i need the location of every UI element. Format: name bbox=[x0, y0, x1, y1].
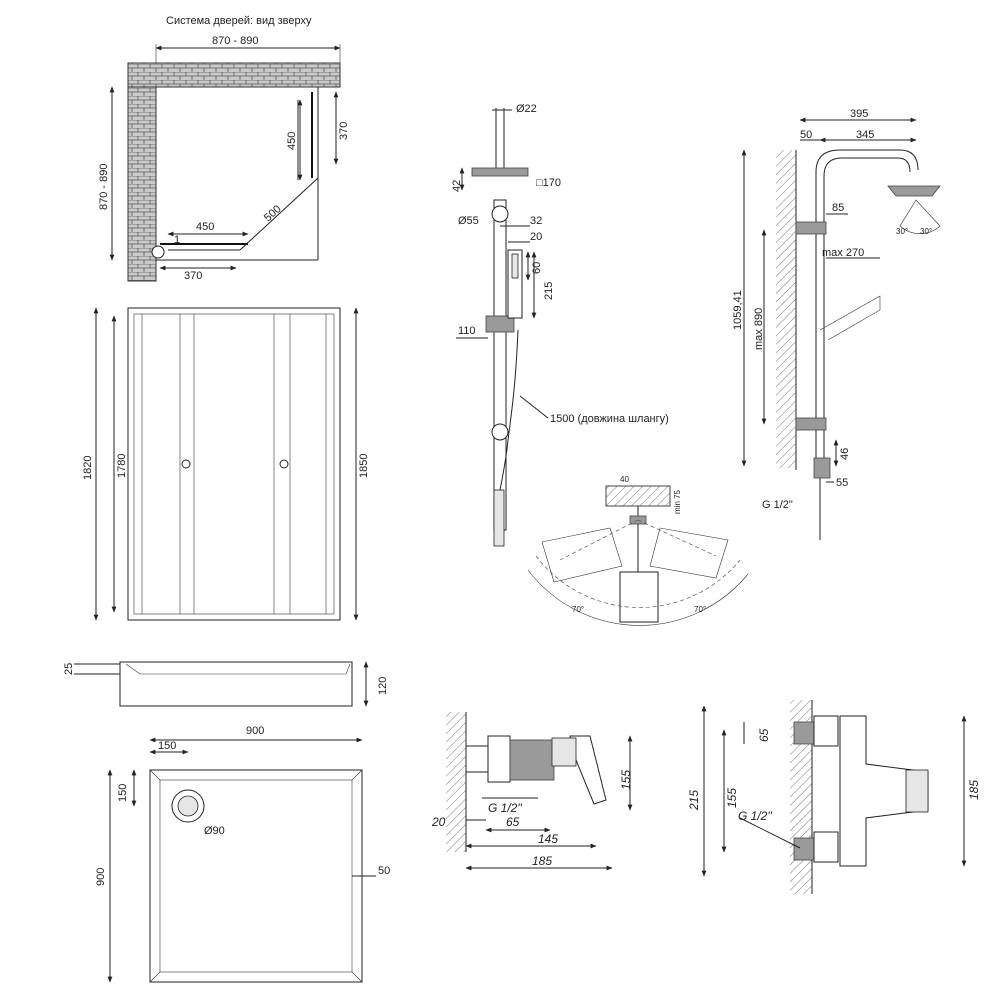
hose-length-label: 1500 (довжина шлангу) bbox=[550, 413, 669, 425]
tray-rim-label: 25 bbox=[63, 663, 75, 675]
tray-border-label: 50 bbox=[378, 865, 390, 877]
mixer-side-145: 145 bbox=[538, 832, 558, 846]
column-angle-left: 30° bbox=[896, 227, 908, 236]
max-270-label: max 270 bbox=[822, 247, 864, 259]
column-thread-label: G 1/2" bbox=[762, 499, 793, 511]
top-view-door-system: Система дверей: вид зверху 870 - 890 870… bbox=[98, 15, 350, 282]
tile-wall-top bbox=[127, 62, 341, 88]
size-46-label: 46 bbox=[839, 448, 851, 460]
column-offset-label: 50 bbox=[800, 129, 812, 141]
door-vertical-gap-label: 370 bbox=[338, 122, 350, 140]
mixer-side-155: 155 bbox=[619, 770, 633, 790]
upper-holder bbox=[491, 205, 509, 223]
hand-shower-view: Ø22 42 □170 Ø55 32 20 60 215 110 1500 (д… bbox=[451, 103, 669, 547]
head-size-label: □170 bbox=[536, 177, 561, 189]
right-door-handle bbox=[279, 459, 289, 469]
head-width-label: 40 bbox=[620, 475, 629, 484]
tray-side-view: 25 120 bbox=[63, 661, 389, 707]
mixer-front-65: 65 bbox=[757, 728, 771, 742]
head-angle-left: 70° bbox=[572, 605, 584, 614]
head-height-label: 42 bbox=[451, 180, 463, 192]
top-view-title: Система дверей: вид зверху bbox=[166, 15, 312, 27]
lower-holder bbox=[491, 423, 509, 441]
pipe-diameter-label: Ø22 bbox=[516, 103, 537, 115]
holder-diameter-label: Ø55 bbox=[458, 215, 479, 227]
tray-top-view: 900 150 150 900 Ø90 50 bbox=[95, 725, 390, 983]
max-890-label: max 890 bbox=[753, 308, 765, 350]
tray-width-label: 900 bbox=[246, 725, 264, 737]
shower-column-view: 395 50 345 85 max 270 1059,41 max 890 46… bbox=[732, 108, 941, 540]
door-vertical-label: 450 bbox=[286, 132, 298, 150]
column-height-label: 1059,41 bbox=[732, 290, 744, 330]
front-inner-height: 1780 bbox=[116, 454, 128, 478]
mixer-side-185: 185 bbox=[532, 854, 552, 868]
top-view-width-label: 870 - 890 bbox=[212, 35, 258, 47]
tray-depth-label: 900 bbox=[95, 868, 107, 886]
drain-offset-x-label: 150 bbox=[158, 740, 176, 752]
mixer-front-215: 215 bbox=[687, 790, 701, 811]
front-total-height: 1850 bbox=[358, 454, 370, 478]
door-horizontal-label: 450 bbox=[196, 221, 214, 233]
handle-215-label: 215 bbox=[543, 282, 555, 300]
rain-shower-head bbox=[887, 185, 941, 197]
tile-wall-left bbox=[127, 86, 157, 282]
tray-height-label: 120 bbox=[377, 677, 389, 695]
shower-hose bbox=[499, 329, 519, 491]
door-horizontal-gap-label: 370 bbox=[184, 270, 202, 282]
holder-20-label: 20 bbox=[530, 231, 542, 243]
diagonal-label: 500 bbox=[262, 203, 284, 224]
top-view-height-label: 870 - 890 bbox=[98, 164, 110, 210]
bracket-85-label: 85 bbox=[832, 202, 844, 214]
mixer-front-185: 185 bbox=[967, 780, 981, 800]
handle-60-label: 60 bbox=[531, 262, 543, 274]
drain-diameter-label: Ø90 bbox=[204, 825, 225, 837]
size-55-label: 55 bbox=[836, 477, 848, 489]
left-door-handle bbox=[181, 459, 191, 469]
column-arm-label: 345 bbox=[856, 129, 874, 141]
mount-110-label: 110 bbox=[458, 325, 476, 337]
column-total-label: 395 bbox=[850, 108, 868, 120]
mixer-front-view: 65 215 155 185 G 1/2'' bbox=[687, 700, 981, 894]
mixer-side-thread: G 1/2" bbox=[488, 801, 522, 815]
mixer-side-20: 20 bbox=[431, 815, 446, 829]
head-rotation-detail: 40 min 75 70° 70° bbox=[527, 475, 749, 626]
mixer-side-65: 65 bbox=[506, 815, 520, 829]
holder-32-label: 32 bbox=[530, 215, 542, 227]
mixer-side-view: G 1/2" 20 65 145 185 155 bbox=[431, 712, 633, 871]
head-min-label: min 75 bbox=[673, 489, 682, 514]
head-angle-right: 70° bbox=[694, 605, 706, 614]
mixer-front-155: 155 bbox=[725, 788, 739, 808]
front-outer-height: 1820 bbox=[82, 456, 94, 480]
column-angle-right: 30° bbox=[920, 227, 932, 236]
corner-post bbox=[151, 245, 165, 259]
drain-offset-y-label: 150 bbox=[117, 784, 129, 802]
mixer-front-thread: G 1/2'' bbox=[738, 809, 773, 823]
corner-marker-label: 1 bbox=[174, 234, 180, 246]
front-view: 1820 1780 1850 bbox=[82, 307, 370, 621]
